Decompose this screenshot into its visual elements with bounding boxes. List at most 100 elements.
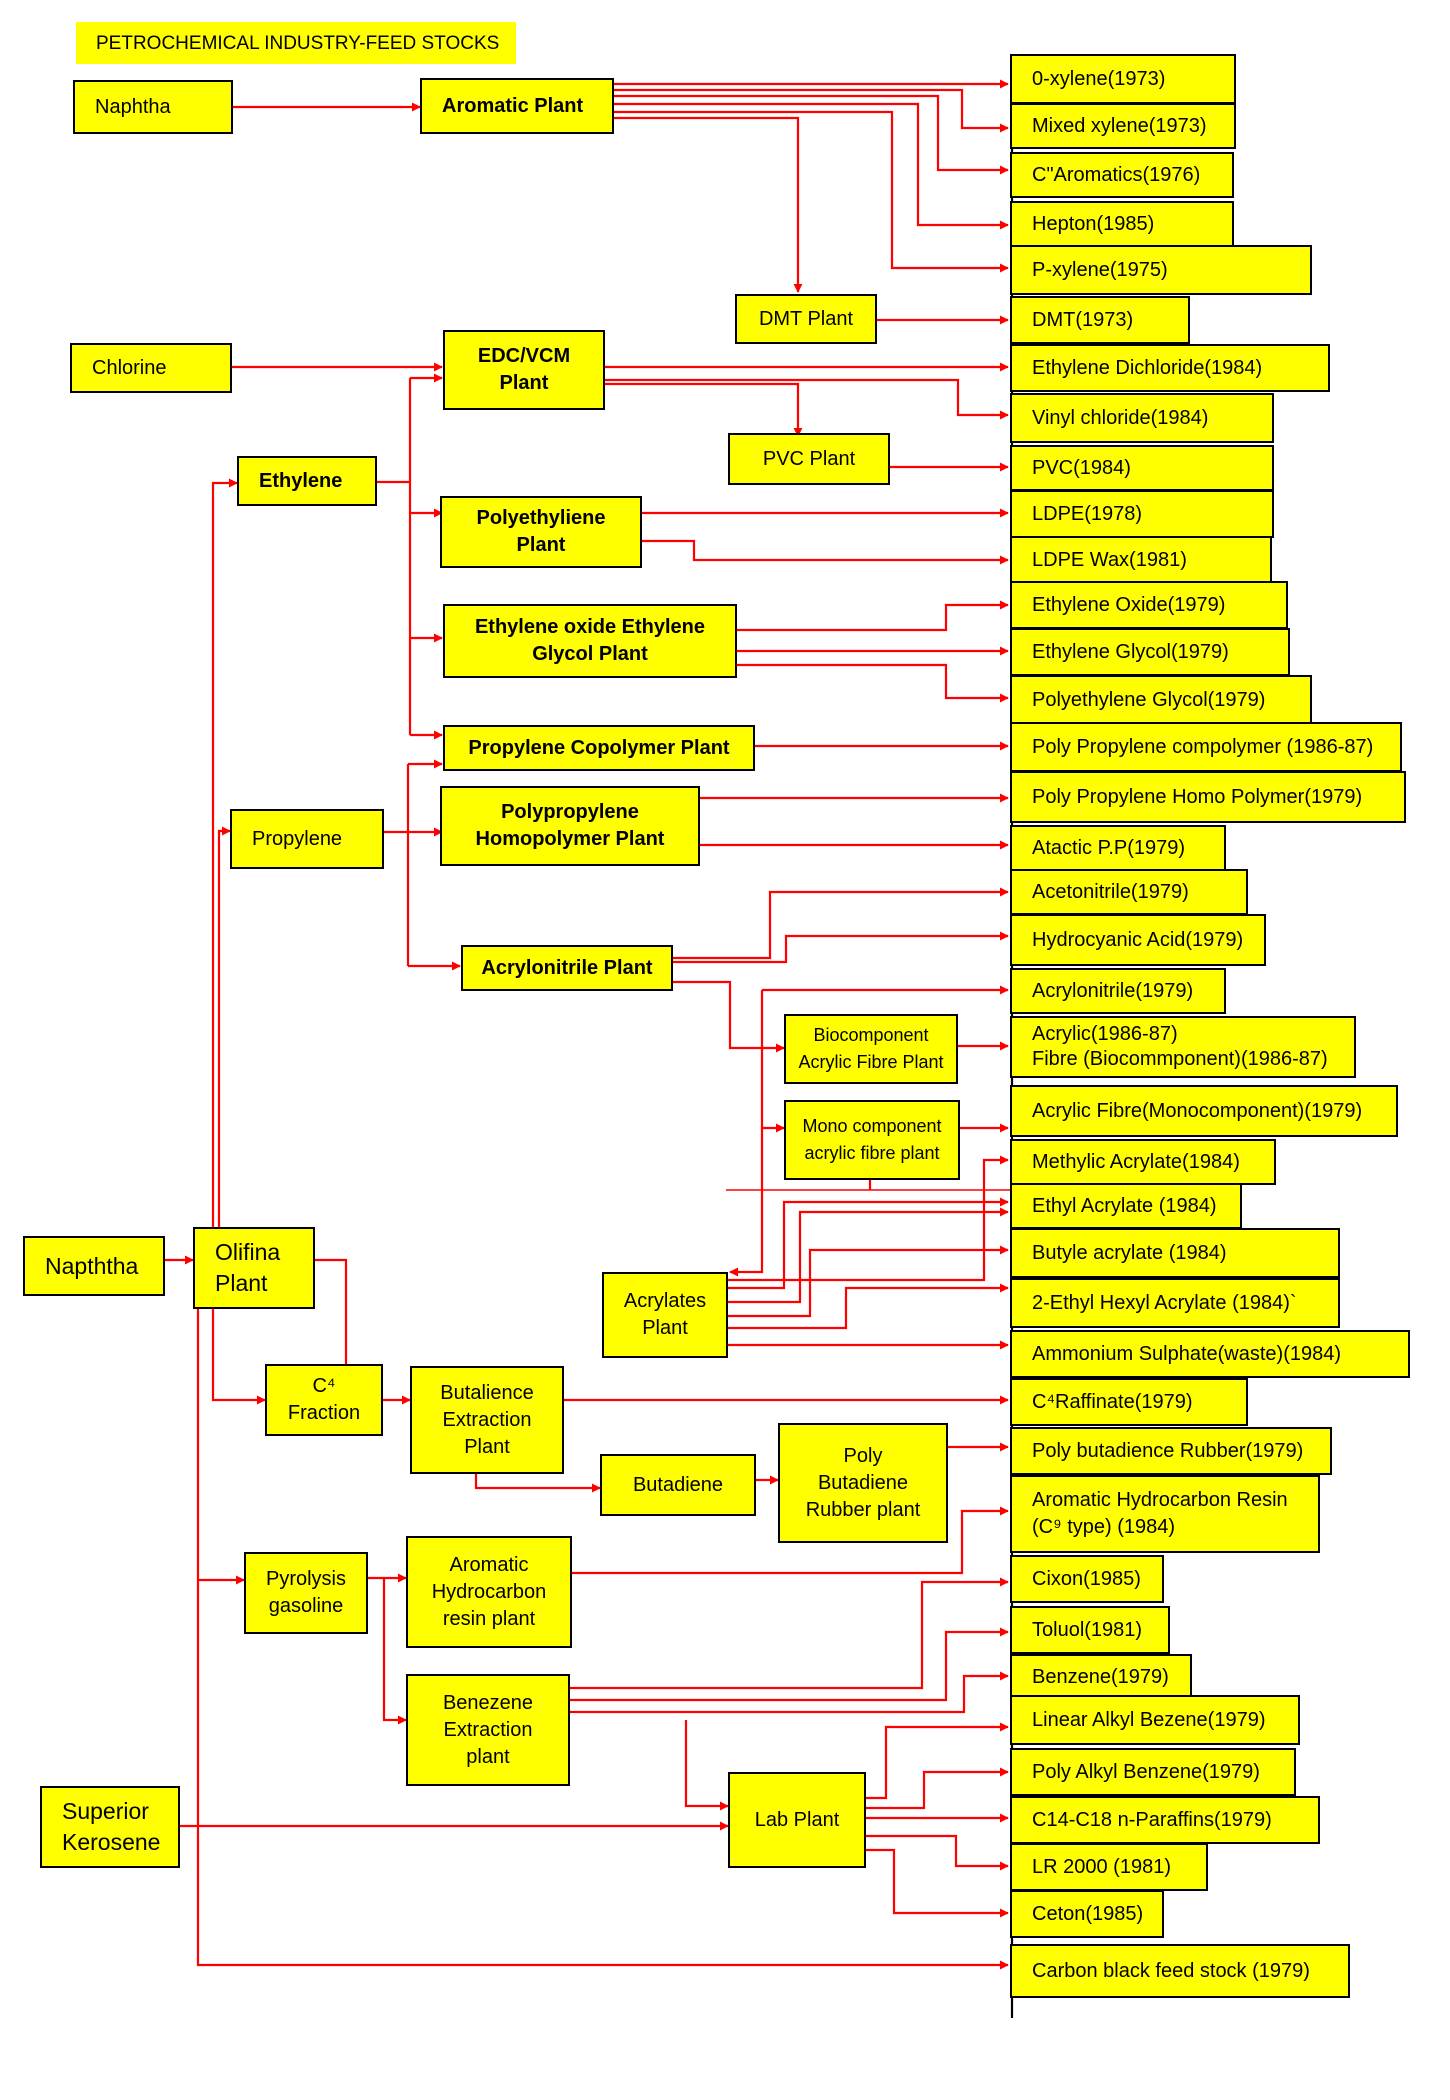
feed-superior-kerosene: Superior Kerosene — [40, 1786, 180, 1868]
product-aromatic-hydrocarbon-resin: Aromatic Hydrocarbon Resin (C⁹ type) (19… — [1010, 1475, 1320, 1553]
arrow-aromatic-c9 — [612, 94, 1009, 175]
arrow-ahr-product — [572, 1506, 1009, 1575]
plant-eo-eg: Ethylene oxide Ethylene Glycol Plant — [443, 604, 737, 678]
product-ldpe-wax: LDPE Wax(1981) — [1010, 536, 1272, 584]
arrow-olifina-carbonblack — [196, 1306, 1009, 1970]
node-propylene: Propylene — [230, 809, 384, 869]
arrow-be-benzene — [570, 1671, 1009, 1714]
product-toluol: Toluol(1981) — [1010, 1606, 1170, 1654]
plant-pp-homopolymer: Polypropylene Homopolymer Plant — [440, 786, 700, 866]
arrow-olifina-propylene — [217, 826, 231, 1230]
product-polybutadiene-rubber: Poly butadience Rubber(1979) — [1010, 1427, 1332, 1475]
arrow-acr-2eh — [726, 1283, 1009, 1330]
arrow-be-toluol — [570, 1627, 1009, 1702]
product-2-ethyl-hexyl-acrylate: 2-Ethyl Hexyl Acrylate (1984)` — [1010, 1278, 1340, 1328]
plant-pvc: PVC Plant — [728, 433, 890, 485]
product-oxylene: 0-xylene(1973) — [1010, 54, 1236, 104]
product-mixed-xylene: Mixed xylene(1973) — [1010, 103, 1236, 149]
arrow-lab-linear — [866, 1722, 1009, 1800]
arrow-acn-bio — [672, 980, 785, 1053]
product-ethylene-glycol: Ethylene Glycol(1979) — [1010, 628, 1290, 676]
arrow-eo-peg — [737, 663, 1009, 703]
node-olifina: Olifina Plant — [193, 1227, 315, 1309]
product-ethyl-acrylate: Ethyl Acrylate (1984) — [1010, 1183, 1242, 1229]
page-title: PETROCHEMICAL INDUSTRY-FEED STOCKS — [76, 22, 516, 64]
arrow-olifina-c4 — [211, 1306, 266, 1405]
product-ammonium-sulphate: Ammonium Sulphate(waste)(1984) — [1010, 1330, 1410, 1378]
product-poly-alkyl-benzene: Poly Alkyl Benzene(1979) — [1010, 1748, 1296, 1796]
product-acrylic-biocomponent: Acrylic(1986-87) Fibre (Biocommponent)(1… — [1010, 1016, 1356, 1078]
node-butadiene: Butadiene — [600, 1454, 756, 1516]
feed-napththa: Napththa — [23, 1236, 165, 1296]
node-ethylene: Ethylene — [237, 456, 377, 506]
product-acrylic-monocomponent: Acrylic Fibre(Monocomponent)(1979) — [1010, 1085, 1398, 1137]
plant-benzene-extraction: Benezene Extraction plant — [406, 1674, 570, 1786]
feed-naphtha: Naphtha — [73, 80, 233, 134]
product-ethylene-dichloride: Ethylene Dichloride(1984) — [1010, 344, 1330, 392]
arrow-lab-lr2000 — [866, 1834, 1009, 1871]
feed-chlorine: Chlorine — [70, 343, 232, 393]
plant-lab: Lab Plant — [728, 1772, 866, 1868]
plant-biocomponent: Biocomponent Acrylic Fibre Plant — [784, 1014, 958, 1084]
product-polyethylene-glycol: Polyethylene Glycol(1979) — [1010, 675, 1312, 725]
plant-polyethylene: Polyethyliene Plant — [440, 496, 642, 568]
product-benzene: Benzene(1979) — [1010, 1654, 1192, 1700]
product-pxylene: P-xylene(1975) — [1010, 245, 1312, 295]
product-lr2000: LR 2000 (1981) — [1010, 1843, 1208, 1891]
arrow-acr-methyl — [726, 1155, 1009, 1282]
plant-edc-vcm: EDC/VCM Plant — [443, 330, 605, 410]
arrow-aromatic-hepton — [612, 102, 1009, 230]
olifina-side — [313, 1258, 348, 1365]
arrow-acr-butyl — [726, 1245, 1009, 1318]
product-acetonitrile: Acetonitrile(1979) — [1010, 869, 1248, 915]
product-carbon-black-feed-stock: Carbon black feed stock (1979) — [1010, 1944, 1350, 1998]
arrow-aromatic-dmt — [612, 116, 803, 293]
arrow-aromatic-pxylene — [612, 110, 1009, 273]
product-c9-aromatics: C"Aromatics(1976) — [1010, 152, 1234, 198]
product-ethylene-oxide: Ethylene Oxide(1979) — [1010, 581, 1288, 629]
product-butyle-acrylate: Butyle acrylate (1984) — [1010, 1228, 1340, 1278]
arrow-acn-hcn — [672, 931, 1009, 964]
plant-monocomponent: Mono component acrylic fibre plant — [784, 1100, 960, 1180]
arrow-olifina-ethylene — [211, 478, 238, 1230]
plant-ahr: Aromatic Hydrocarbon resin plant — [406, 1536, 572, 1648]
arrow-lab-poly — [866, 1767, 1009, 1810]
product-cixon: Cixon(1985) — [1010, 1555, 1164, 1603]
product-vinyl-chloride: Vinyl chloride(1984) — [1010, 393, 1274, 443]
product-ceton: Ceton(1985) — [1010, 1890, 1164, 1938]
product-ldpe: LDPE(1978) — [1010, 490, 1274, 538]
plant-acrylates: Acrylates Plant — [602, 1272, 728, 1358]
plant-dmt: DMT Plant — [735, 294, 877, 344]
product-hydrocyanic-acid: Hydrocyanic Acid(1979) — [1010, 914, 1266, 966]
product-pp-copolymer: Poly Propylene compolymer (1986-87) — [1010, 722, 1402, 772]
plant-acrylonitrile: Acrylonitrile Plant — [461, 945, 673, 991]
plant-pp-copolymer: Propylene Copolymer Plant — [443, 725, 755, 771]
arrow-edc-vinylchloride — [605, 378, 1009, 420]
node-c4-fraction: C⁴ Fraction — [265, 1364, 383, 1436]
arrow-lab-ceton — [866, 1848, 1009, 1918]
plant-butadiene-extraction: Butalience Extraction Plant — [410, 1366, 564, 1474]
product-pp-homopolymer: Poly Propylene Homo Polymer(1979) — [1010, 771, 1406, 823]
arrow-eo-oxide — [737, 600, 1009, 632]
product-acrylonitrile: Acrylonitrile(1979) — [1010, 968, 1226, 1014]
node-pyrolysis: Pyrolysis gasoline — [244, 1552, 368, 1634]
arrow-be-lab — [684, 1720, 729, 1811]
product-pvc: PVC(1984) — [1010, 445, 1274, 491]
plant-aromatic: Aromatic Plant — [420, 78, 614, 134]
product-hepton: Hepton(1985) — [1010, 201, 1234, 247]
product-c4-raffinate: C⁴Raffinate(1979) — [1010, 1378, 1248, 1426]
arrow-be-cixon — [570, 1577, 1009, 1690]
arrow-aromatic-mixedxylene — [612, 88, 1009, 133]
product-methylic-acrylate: Methylic Acrylate(1984) — [1010, 1139, 1276, 1185]
product-linear-alkyl-benzene: Linear Alkyl Bezene(1979) — [1010, 1695, 1300, 1745]
arrow-pe-ldpewax — [640, 539, 1009, 565]
product-n-paraffins: C14-C18 n-Paraffins(1979) — [1010, 1796, 1320, 1844]
arrow-acn-acetonitrile — [672, 887, 1009, 960]
plant-pb-rubber: Poly Butadiene Rubber plant — [778, 1423, 948, 1543]
product-dmt: DMT(1973) — [1010, 296, 1190, 344]
arrow-acr-ethyl — [726, 1197, 1009, 1290]
arrow-edc-pvc — [605, 382, 803, 437]
arrow-bde-butadiene — [474, 1472, 601, 1493]
